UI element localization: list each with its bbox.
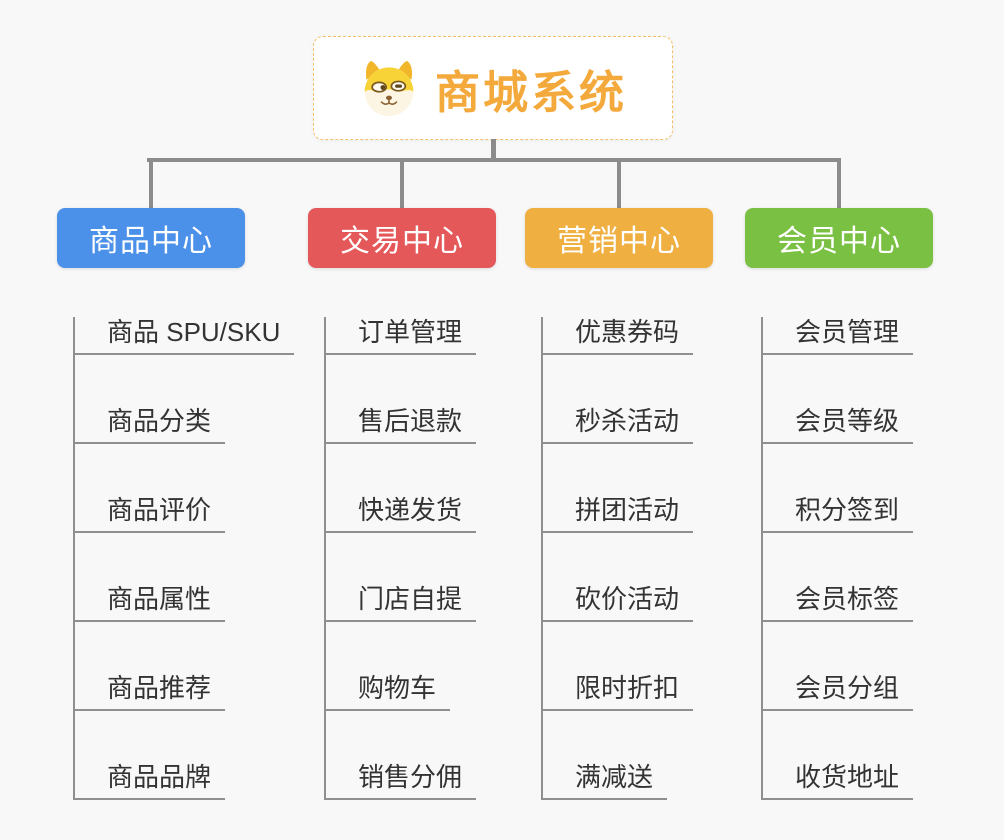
child-topic[interactable]: 商品评价 — [73, 495, 226, 533]
child-topic[interactable]: 商品分类 — [73, 406, 226, 444]
branch-children-member-center: 会员管理 会员等级 积分签到 会员标签 会员分组 收货地址 — [761, 317, 965, 800]
child-topic[interactable]: 商品属性 — [73, 584, 226, 622]
child-topic[interactable]: 商品 SPU/SKU — [73, 317, 295, 355]
branch-children-trade-center: 订单管理 售后退款 快递发货 门店自提 购物车 销售分佣 — [324, 317, 528, 800]
child-topic[interactable]: 商品推荐 — [73, 673, 226, 711]
child-topic[interactable]: 购物车 — [324, 673, 451, 711]
child-topic[interactable]: 销售分佣 — [324, 762, 477, 800]
child-topic[interactable]: 秒杀活动 — [541, 406, 694, 444]
child-topic[interactable]: 门店自提 — [324, 584, 477, 622]
doge-icon — [364, 60, 414, 117]
branch-trade-center: 交易中心 订单管理 售后退款 快递发货 门店自提 购物车 销售分佣 — [308, 208, 528, 800]
child-topic[interactable]: 会员标签 — [761, 584, 914, 622]
branch-marketing-center: 营销中心 优惠券码 秒杀活动 拼团活动 砍价活动 限时折扣 满减送 — [525, 208, 745, 800]
branch-children-marketing-center: 优惠券码 秒杀活动 拼团活动 砍价活动 限时折扣 满减送 — [541, 317, 745, 800]
branch-header-product-center[interactable]: 商品中心 — [57, 208, 245, 268]
child-topic[interactable]: 会员等级 — [761, 406, 914, 444]
child-topic[interactable]: 商品品牌 — [73, 762, 226, 800]
connector-root-trunk — [491, 139, 496, 162]
branch-product-center: 商品中心 商品 SPU/SKU 商品分类 商品评价 商品属性 商品推荐 商品品牌 — [57, 208, 295, 800]
child-topic[interactable]: 限时折扣 — [541, 673, 694, 711]
child-topic[interactable]: 会员管理 — [761, 317, 914, 355]
child-topic[interactable]: 积分签到 — [761, 495, 914, 533]
connector-bus — [147, 158, 839, 162]
branch-header-trade-center[interactable]: 交易中心 — [308, 208, 496, 268]
connector-drop-product — [149, 158, 153, 208]
child-topic[interactable]: 订单管理 — [324, 317, 477, 355]
child-topic[interactable]: 砍价活动 — [541, 584, 694, 622]
child-topic[interactable]: 收货地址 — [761, 762, 914, 800]
branch-header-member-center[interactable]: 会员中心 — [745, 208, 933, 268]
branch-header-marketing-center[interactable]: 营销中心 — [525, 208, 713, 268]
branch-member-center: 会员中心 会员管理 会员等级 积分签到 会员标签 会员分组 收货地址 — [745, 208, 965, 800]
child-topic[interactable]: 会员分组 — [761, 673, 914, 711]
root-title: 商城系统 — [434, 66, 627, 118]
child-topic[interactable]: 售后退款 — [324, 406, 477, 444]
child-topic[interactable]: 拼团活动 — [541, 495, 694, 533]
child-topic[interactable]: 满减送 — [541, 762, 668, 800]
branch-children-product-center: 商品 SPU/SKU 商品分类 商品评价 商品属性 商品推荐 商品品牌 — [73, 317, 295, 800]
child-topic[interactable]: 优惠券码 — [541, 317, 694, 355]
child-topic[interactable]: 快递发货 — [324, 495, 477, 533]
connector-drop-trade — [400, 158, 404, 208]
connector-drop-member — [837, 158, 841, 208]
connector-drop-marketing — [617, 158, 621, 208]
root-topic[interactable]: 商城系统 — [313, 36, 673, 140]
